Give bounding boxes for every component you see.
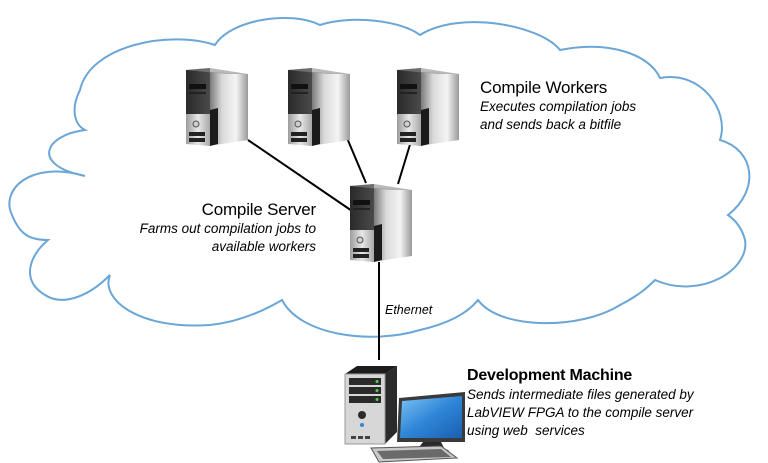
worker-2-server-tower-icon (287, 67, 351, 147)
server-desc-line-1: Farms out compilation jobs to (139, 221, 316, 236)
dev-machine-desc-line-3: using web services (467, 423, 585, 438)
link-worker3-server (397, 137, 413, 185)
dev-machine-title: Development Machine (467, 367, 633, 384)
worker-3-server-tower-icon (396, 67, 460, 147)
ethernet-label: Ethernet (385, 303, 433, 317)
dev-machine-label: Development Machine Sends intermediate f… (467, 366, 694, 440)
workers-label: Compile Workers Executes compilation job… (480, 78, 636, 134)
server-label: Compile Server Farms out compilation job… (90, 200, 317, 256)
workers-title: Compile Workers (480, 78, 608, 97)
dev-machine-desc-line-2: LabVIEW FPGA to the compile server (467, 405, 694, 420)
dev-machine-desc-line-1: Sends intermediate files generated by (467, 387, 694, 402)
workers-desc-line-1: Executes compilation jobs (480, 99, 637, 114)
compile-server-tower-icon (349, 183, 413, 263)
server-title: Compile Server (201, 200, 317, 219)
server-desc-line-2: available workers (211, 239, 316, 254)
link-worker2-server (346, 137, 367, 184)
workers-desc-line-2: and sends back a bitfile (480, 117, 622, 132)
desktop-computer-icon (344, 366, 465, 463)
link-worker1-server (247, 139, 356, 214)
cloud-outline (8, 16, 751, 338)
worker-1-server-tower-icon (185, 67, 249, 147)
